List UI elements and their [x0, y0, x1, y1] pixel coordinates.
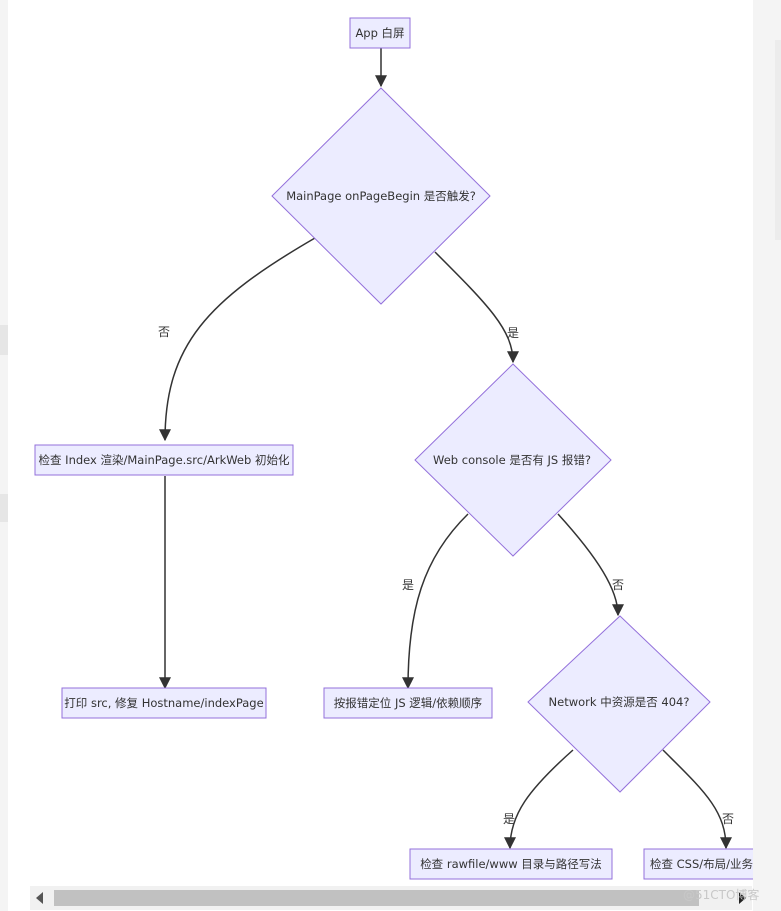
node-pagebegin-label: MainPage onPageBegin 是否触发?	[286, 189, 476, 203]
edge-label-network-no: 否	[722, 812, 734, 826]
node-check-css-box	[643, 848, 753, 880]
node-print-src-box	[61, 687, 267, 719]
node-check-rawfile-box	[409, 848, 613, 880]
scroll-left-arrow-icon[interactable]	[36, 892, 43, 904]
node-check-rawfile-label: 检查 rawfile/www 目录与路径写法	[420, 857, 602, 871]
horizontal-scrollbar[interactable]	[30, 886, 752, 910]
edge-label-pagebegin-no: 否	[158, 325, 170, 339]
node-check-css-label: 检查 CSS/布局/业务	[650, 857, 753, 871]
node-console-label: Web console 是否有 JS 报错?	[433, 453, 591, 467]
left-edge-tab	[0, 494, 8, 522]
node-pagebegin-diamond	[271, 87, 491, 305]
edge-console-no	[557, 513, 624, 617]
node-console-diamond	[414, 363, 612, 557]
edge-label-console-yes: 是	[402, 578, 414, 592]
diagram-canvas: 否 是 是 否 是 否 App 白屏	[8, 0, 753, 886]
node-start-label: App 白屏	[355, 26, 404, 40]
right-edge-tab	[775, 40, 781, 240]
left-edge-tab	[0, 325, 8, 355]
flowchart: 否 是 是 否 是 否 App 白屏	[34, 17, 753, 880]
edge-network-yes	[504, 749, 574, 850]
edge-label-network-yes: 是	[503, 812, 515, 826]
edge-console-yes	[402, 513, 469, 690]
node-check-index-box	[34, 444, 294, 476]
node-network-label: Network 中资源是否 404?	[549, 695, 690, 709]
watermark: @51CTO博客	[683, 888, 760, 902]
edge-label-console-no: 否	[612, 578, 624, 592]
node-print-src-label: 打印 src, 修复 Hostname/indexPage	[64, 696, 263, 710]
edge-pagebegin-yes	[434, 251, 519, 364]
node-fix-js-label: 按报错定位 JS 逻辑/依赖顺序	[334, 696, 482, 710]
left-edge	[0, 0, 8, 911]
edge-label-pagebegin-yes: 是	[507, 326, 519, 340]
node-network-diamond	[527, 615, 711, 793]
node-start-box	[349, 17, 411, 49]
edge-network-no	[662, 749, 732, 850]
scroll-right-arrow-icon[interactable]	[739, 892, 746, 904]
scrollbar-thumb[interactable]	[54, 890, 699, 906]
node-check-index-label: 检查 Index 渲染/MainPage.src/ArkWeb 初始化	[39, 453, 290, 467]
node-fix-js-box	[323, 687, 493, 719]
edge-pagebegin-no	[159, 237, 316, 442]
